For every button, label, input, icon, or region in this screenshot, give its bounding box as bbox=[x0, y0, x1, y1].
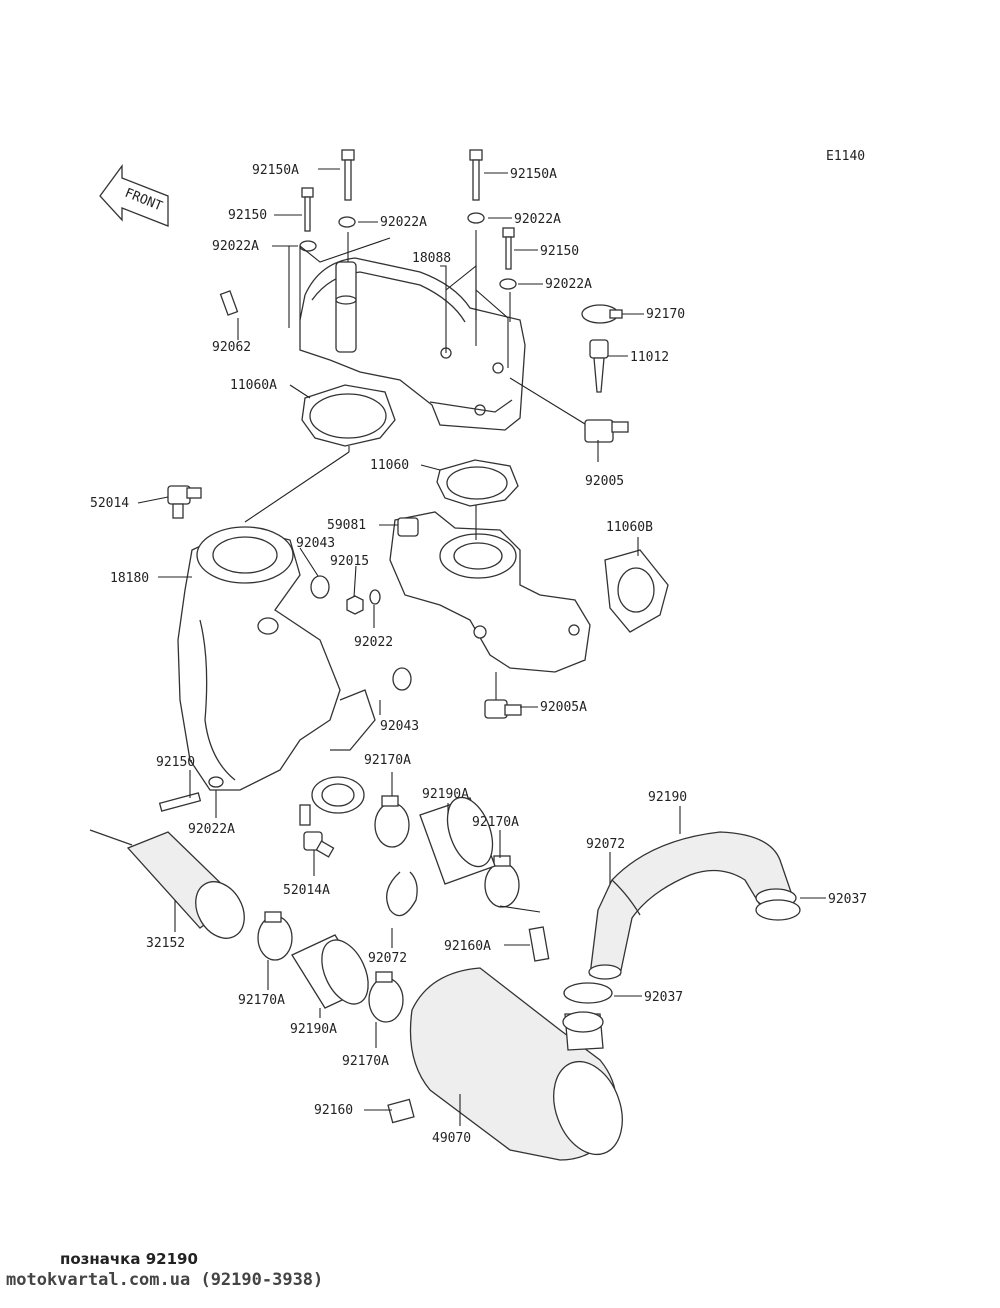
label-92150A: 92150A bbox=[510, 167, 557, 182]
clamp-92037-2-icon bbox=[563, 982, 613, 1004]
bolt-92150-lower-icon bbox=[158, 776, 224, 812]
pipe-cover-32152 bbox=[89, 829, 245, 939]
elbow-52014A-icon bbox=[303, 831, 335, 858]
gasket-11060B-icon bbox=[604, 549, 669, 633]
hose-92190A-1 bbox=[419, 796, 496, 885]
muffler-49070 bbox=[409, 967, 623, 1161]
label-92005A: 92005A bbox=[540, 700, 587, 715]
label-92037: 92037 bbox=[828, 892, 867, 907]
outlet-coupler bbox=[299, 776, 365, 826]
clamp-92170A-2-icon bbox=[484, 855, 520, 908]
label-11012: 11012 bbox=[630, 350, 669, 365]
bolt-92150A-left-icon bbox=[338, 149, 356, 228]
part-labels: 92150A 92150A 92150 92022A 92022A 92022A… bbox=[90, 163, 867, 1146]
manifold-59081 bbox=[389, 511, 591, 673]
label-11060A: 11060A bbox=[230, 378, 277, 393]
hose-92190A-2 bbox=[291, 934, 369, 1009]
label-59081: 59081 bbox=[327, 518, 366, 533]
label-92043: 92043 bbox=[380, 719, 419, 734]
label-92022A: 92022A bbox=[212, 239, 259, 254]
label-92015: 92015 bbox=[330, 554, 369, 569]
label-92150: 92150 bbox=[540, 244, 579, 259]
mount-92043-lower-icon bbox=[392, 667, 412, 691]
nut-92015-icon bbox=[346, 595, 364, 615]
mount-92043-upper-icon bbox=[310, 575, 330, 599]
bolt-92150A-right-icon bbox=[467, 149, 485, 224]
label-92160: 92160 bbox=[314, 1103, 353, 1118]
label-92190A: 92190A bbox=[422, 787, 469, 802]
leader-lines bbox=[137, 168, 826, 1126]
bolt-92150-right-icon bbox=[499, 227, 517, 290]
fitting-92005-icon bbox=[584, 419, 629, 443]
label-92022A: 92022A bbox=[545, 277, 592, 292]
clamp-92170A-4-icon bbox=[368, 971, 404, 1023]
label-92022A: 92022A bbox=[188, 822, 235, 837]
plug-11012-icon bbox=[589, 339, 609, 393]
pad-92160-icon bbox=[387, 1098, 415, 1124]
label-92170A: 92170A bbox=[238, 993, 285, 1008]
label-92170A: 92170A bbox=[472, 815, 519, 830]
gasket-11060A-icon bbox=[301, 384, 396, 447]
label-11060B: 11060B bbox=[606, 520, 653, 535]
label-92022A: 92022A bbox=[514, 212, 561, 227]
label-92022: 92022 bbox=[354, 635, 393, 650]
label-92190A: 92190A bbox=[290, 1022, 337, 1037]
label-92022A: 92022A bbox=[380, 215, 427, 230]
label-92150: 92150 bbox=[156, 755, 195, 770]
label-92190: 92190 bbox=[648, 790, 687, 805]
clamp-92037-1-icon bbox=[755, 899, 801, 921]
exhaust-chamber-18088 bbox=[299, 257, 526, 431]
clamp-92170A-1-icon bbox=[374, 795, 410, 848]
label-92150: 92150 bbox=[228, 208, 267, 223]
diagram-code: E1140 bbox=[826, 149, 865, 164]
elbow-52014-icon bbox=[167, 485, 202, 519]
clamp-92170A-3-icon bbox=[257, 911, 293, 961]
clamp-92170-icon bbox=[581, 304, 623, 324]
bolt-92150-left-icon bbox=[299, 187, 317, 252]
stud-92062-icon bbox=[219, 290, 239, 316]
gasket-11060-icon bbox=[436, 459, 519, 507]
label-11060: 11060 bbox=[370, 458, 409, 473]
label-92005: 92005 bbox=[585, 474, 624, 489]
label-92150A: 92150A bbox=[252, 163, 299, 178]
label-92170A: 92170A bbox=[364, 753, 411, 768]
label-49070: 49070 bbox=[432, 1131, 471, 1146]
fitting-92005A-icon bbox=[484, 699, 522, 719]
label-92062: 92062 bbox=[212, 340, 251, 355]
label-52014: 52014 bbox=[90, 496, 129, 511]
band-92072-icon bbox=[386, 871, 418, 917]
label-92072: 92072 bbox=[368, 951, 407, 966]
pad-92160A-icon bbox=[528, 926, 550, 962]
label-92170: 92170 bbox=[646, 307, 685, 322]
label-32152: 32152 bbox=[146, 936, 185, 951]
site-watermark: motokvartal.com.ua (92190-3938) bbox=[6, 1270, 324, 1290]
label-18180: 18180 bbox=[110, 571, 149, 586]
label-18088: 18088 bbox=[412, 251, 451, 266]
label-92160A: 92160A bbox=[444, 939, 491, 954]
washer-92022-icon bbox=[369, 589, 381, 605]
label-92043: 92043 bbox=[296, 536, 335, 551]
caption-text: позначка 92190 bbox=[60, 1250, 198, 1268]
exhaust-pipe-18180 bbox=[177, 526, 376, 791]
label-92170A: 92170A bbox=[342, 1054, 389, 1069]
label-52014A: 52014A bbox=[283, 883, 330, 898]
front-arrow-icon: FRONT bbox=[99, 164, 169, 227]
label-92072: 92072 bbox=[586, 837, 625, 852]
label-92037: 92037 bbox=[644, 990, 683, 1005]
